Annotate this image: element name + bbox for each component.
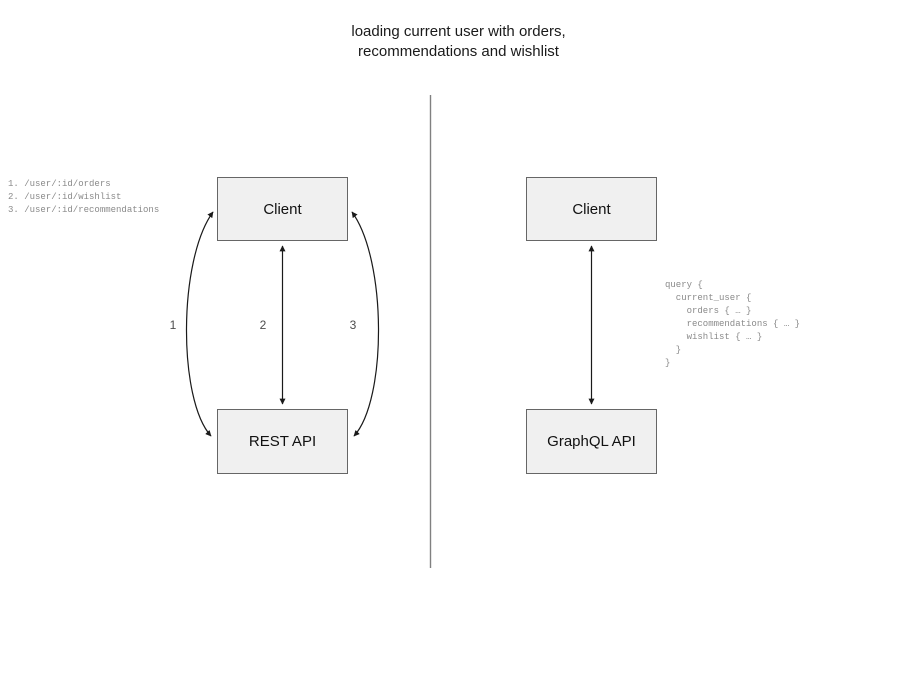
node-graphql-api-label: GraphQL API [547,433,636,450]
edge-label-3: 3 [349,318,357,332]
rest-endpoint-list: 1. /user/:id/orders 2. /user/:id/wishlis… [8,179,160,215]
node-client-graphql[interactable]: Client [526,177,657,241]
edge-label-2: 2 [259,318,267,332]
page-title: loading current user with orders, recomm… [351,23,566,60]
edge-1-curve-left [185,211,214,437]
edge-3-curve-right [351,211,380,437]
node-rest-api[interactable]: REST API [217,409,348,474]
node-client-graphql-label: Client [572,200,611,218]
node-graphql-api[interactable]: GraphQL API [526,409,657,474]
edge-label-1: 1 [169,318,177,332]
node-client-rest[interactable]: Client [217,177,348,241]
node-rest-api-label: REST API [248,433,317,450]
graphql-query-block: query { current_user { orders { … } reco… [665,280,801,368]
node-client-rest-label: Client [263,200,302,218]
